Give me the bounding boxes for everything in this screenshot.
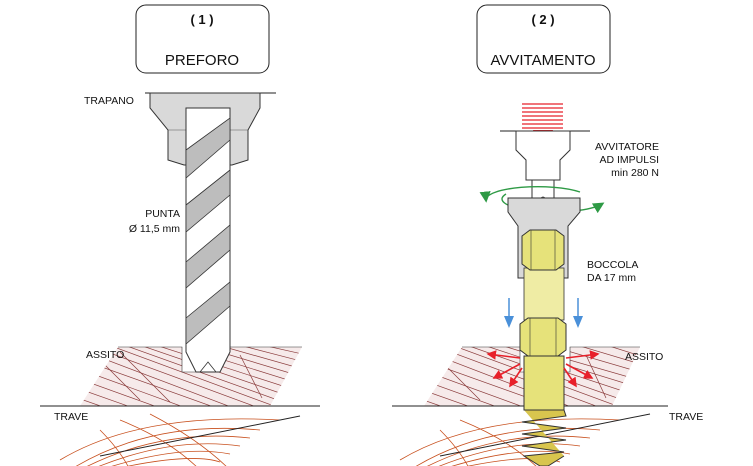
beam-wood-left bbox=[59, 413, 281, 466]
label-socket-size: DA 17 mm bbox=[587, 272, 636, 284]
step-2-header-box bbox=[476, 4, 611, 74]
blue-arrow-right-icon bbox=[573, 316, 583, 328]
blue-arrow-left-icon bbox=[504, 316, 514, 328]
label-driver-type: AD IMPULSI bbox=[599, 154, 659, 166]
label-deck-right: ASSITO bbox=[625, 351, 663, 363]
label-bit-name: PUNTA bbox=[145, 208, 180, 220]
threaded-connector bbox=[519, 229, 567, 466]
step-1-title: PREFORO bbox=[165, 52, 239, 69]
beam-wood-right bbox=[399, 418, 621, 466]
drill-bit bbox=[185, 107, 231, 373]
step-1-number: ( 1 ) bbox=[190, 12, 213, 27]
step-2-title: AVVITAMENTO bbox=[490, 52, 595, 69]
connector-lower-hex bbox=[519, 317, 567, 357]
impact-driver-head bbox=[515, 130, 571, 181]
panel-preforo: ( 1 ) PREFORO bbox=[40, 4, 320, 466]
label-driver-name: AVVITATORE bbox=[595, 141, 659, 153]
label-beam-right: TRAVE bbox=[669, 411, 703, 423]
connector-upper-hex bbox=[521, 229, 565, 271]
step-2-number: ( 2 ) bbox=[531, 12, 554, 27]
pressure-arrows bbox=[486, 350, 600, 388]
panel-avvitamento: ( 2 ) AVVITAMENTO bbox=[392, 4, 703, 466]
step-1-header-box bbox=[135, 4, 270, 74]
beam-slope-left bbox=[99, 415, 301, 457]
label-driver-force: min 280 N bbox=[611, 167, 659, 179]
label-socket-name: BOCCOLA bbox=[587, 259, 638, 271]
label-deck-left: ASSITO bbox=[86, 349, 124, 361]
label-beam-left: TRAVE bbox=[54, 411, 88, 423]
label-drill: TRAPANO bbox=[84, 95, 134, 107]
downward-motion-arrows bbox=[504, 298, 583, 328]
connector-shank bbox=[523, 355, 565, 411]
connector-thread bbox=[521, 409, 567, 466]
label-bit-diameter: Ø 11,5 mm bbox=[129, 223, 180, 235]
